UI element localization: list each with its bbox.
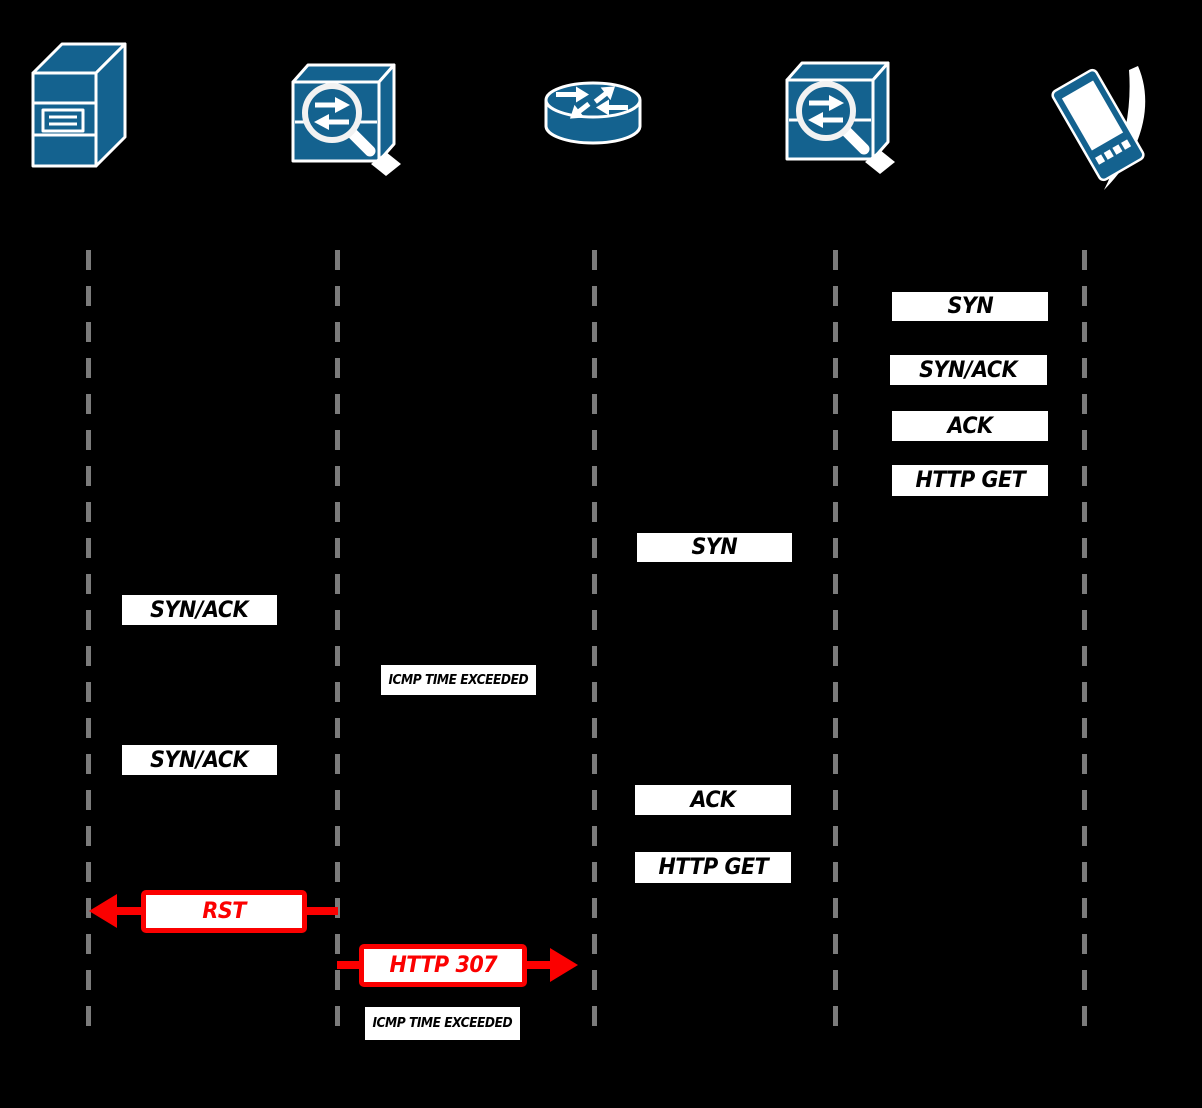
message-label: HTTP GET — [890, 463, 1050, 498]
message-label: ACK — [633, 783, 793, 817]
http307-arrowhead-icon — [550, 948, 578, 982]
lifeline-web-server — [86, 250, 91, 1032]
message-label: ICMP TIME EXCEEDED — [379, 663, 538, 697]
lifeline-firewall-left — [335, 250, 340, 1032]
message-label: HTTP GET — [633, 850, 793, 885]
pda-icon — [1040, 52, 1175, 206]
inspection-firewall-icon — [781, 56, 899, 184]
lifeline-router — [592, 250, 597, 1032]
router-icon — [543, 80, 643, 152]
server-icon — [27, 40, 129, 176]
lifeline-mobile-client — [1082, 250, 1087, 1032]
message-label: SYN/ACK — [888, 353, 1049, 387]
message-label: SYN — [635, 531, 794, 564]
message-label: SYN — [890, 290, 1050, 323]
rst-arrow-shaft — [115, 907, 143, 915]
http307-arrow-shaft — [525, 961, 552, 969]
inspection-firewall-icon — [287, 58, 405, 186]
lifeline-firewall-right — [833, 250, 838, 1032]
message-label: ACK — [890, 409, 1050, 443]
message-label: ICMP TIME EXCEEDED — [363, 1005, 522, 1042]
message-label-http307: HTTP 307 — [359, 944, 527, 987]
message-label: SYN/ACK — [120, 743, 279, 777]
http307-arrow-shaft — [337, 961, 361, 969]
rst-arrowhead-icon — [89, 894, 117, 928]
message-label-rst: RST — [141, 890, 307, 933]
message-label: SYN/ACK — [120, 593, 279, 627]
rst-arrow-shaft — [305, 907, 338, 915]
